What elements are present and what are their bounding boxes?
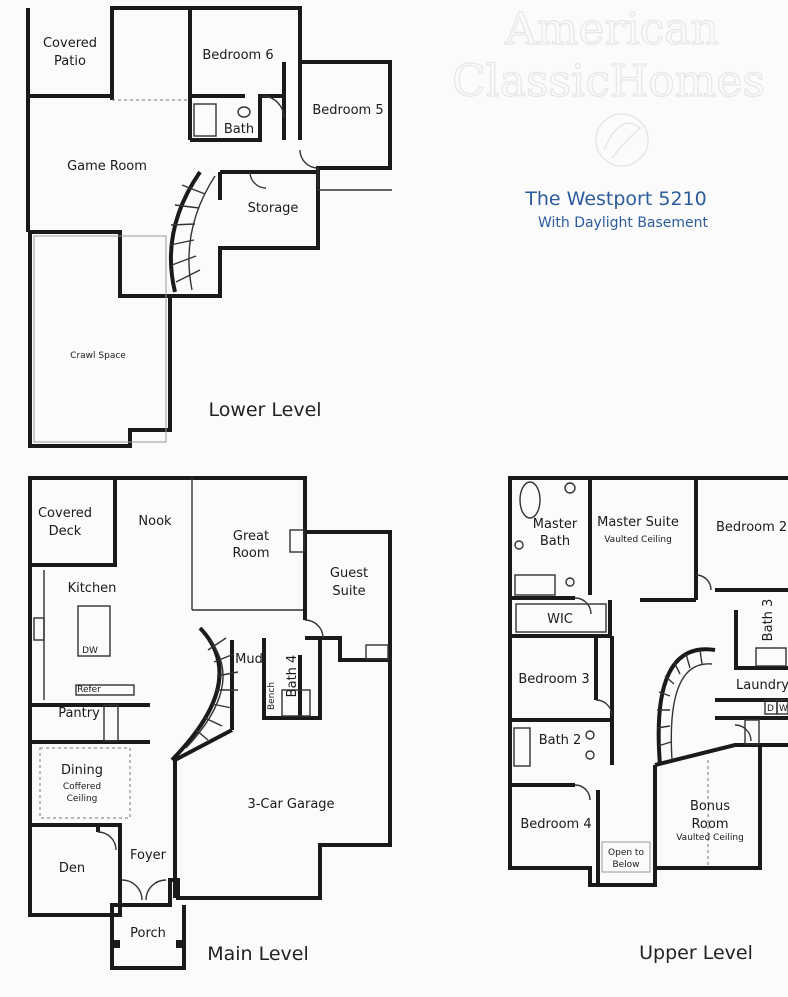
open-to-below-label-2: Below: [612, 860, 639, 870]
kitchen-label: Kitchen: [68, 581, 117, 596]
bath-4-label: Bath 4: [285, 655, 300, 698]
brand-logo-icon: [595, 113, 649, 167]
bath-3-label: Bath 3: [761, 599, 776, 642]
bonus-room-label-1: Bonus: [690, 799, 730, 814]
nook-label: Nook: [138, 514, 172, 529]
master-vaulted-label: Vaulted Ceiling: [604, 535, 672, 545]
brand-line-1: American: [504, 4, 719, 55]
refer-label: Refer: [77, 685, 101, 695]
dining-label: Dining: [61, 763, 103, 778]
great-room-label-2: Room: [232, 546, 269, 561]
foyer-label: Foyer: [130, 848, 167, 863]
master-bath-label-1: Master: [533, 517, 578, 532]
bedroom-4-label: Bedroom 4: [520, 817, 591, 832]
main-level-plan: Covered Deck Nook Great Room Guest Suite…: [28, 476, 392, 970]
open-to-below-label-1: Open to: [608, 848, 644, 858]
brand-watermark: American ClassicHomes: [451, 3, 766, 167]
master-bath-label-2: Bath: [540, 534, 570, 549]
bath-label: Bath: [224, 122, 254, 137]
mud-label: Mud: [235, 652, 263, 667]
brand-line-2: ClassicHomes: [452, 56, 765, 107]
bonus-room-label-2: Room: [691, 817, 728, 832]
washer-label: W: [779, 704, 788, 714]
coffered-label-2: Ceiling: [67, 794, 98, 804]
porch-label: Porch: [130, 926, 166, 941]
covered-patio-label-1: Covered: [43, 36, 97, 51]
bench-label: Bench: [267, 682, 277, 710]
guest-suite-label-1: Guest: [330, 566, 368, 581]
den-label: Den: [59, 861, 85, 876]
great-room-label-1: Great: [233, 529, 269, 544]
game-room-label: Game Room: [67, 159, 147, 174]
lower-level-plan: Covered Patio Bedroom 6 Bedroom 5 Bath G…: [26, 6, 392, 448]
bonus-vaulted-label: Vaulted Ceiling: [676, 833, 744, 843]
coffered-label-1: Coffered: [63, 782, 101, 792]
bedroom-6-label: Bedroom 6: [202, 48, 273, 63]
upper-level-title: Upper Level: [639, 942, 753, 964]
wic-label: WIC: [547, 612, 573, 627]
dishwasher-label: DW: [82, 646, 98, 656]
garage-label: 3-Car Garage: [247, 797, 334, 812]
master-suite-label: Master Suite: [597, 515, 679, 530]
lower-level-title: Lower Level: [208, 399, 321, 421]
covered-deck-label-1: Covered: [38, 506, 92, 521]
brand-logo-mark: [603, 122, 642, 159]
covered-deck-label-2: Deck: [49, 524, 82, 539]
laundry-label: Laundry: [736, 678, 788, 693]
pantry-label: Pantry: [58, 706, 100, 721]
plan-title: The Westport 5210: [524, 188, 706, 210]
dryer-label: D: [767, 704, 774, 714]
guest-suite-label-2: Suite: [332, 584, 365, 599]
crawl-space-label: Crawl Space: [70, 351, 126, 361]
upper-level-plan: Master Bath Master Suite Vaulted Ceiling…: [508, 476, 788, 887]
bath-2-label: Bath 2: [539, 733, 582, 748]
covered-patio-label-2: Patio: [54, 54, 86, 69]
storage-label: Storage: [248, 201, 299, 216]
bedroom-3-label: Bedroom 3: [518, 672, 589, 687]
bedroom-5-label: Bedroom 5: [312, 103, 383, 118]
plan-subtitle: With Daylight Basement: [538, 215, 709, 231]
bedroom-2-label: Bedroom 2: [716, 520, 787, 535]
main-level-title: Main Level: [207, 943, 309, 965]
